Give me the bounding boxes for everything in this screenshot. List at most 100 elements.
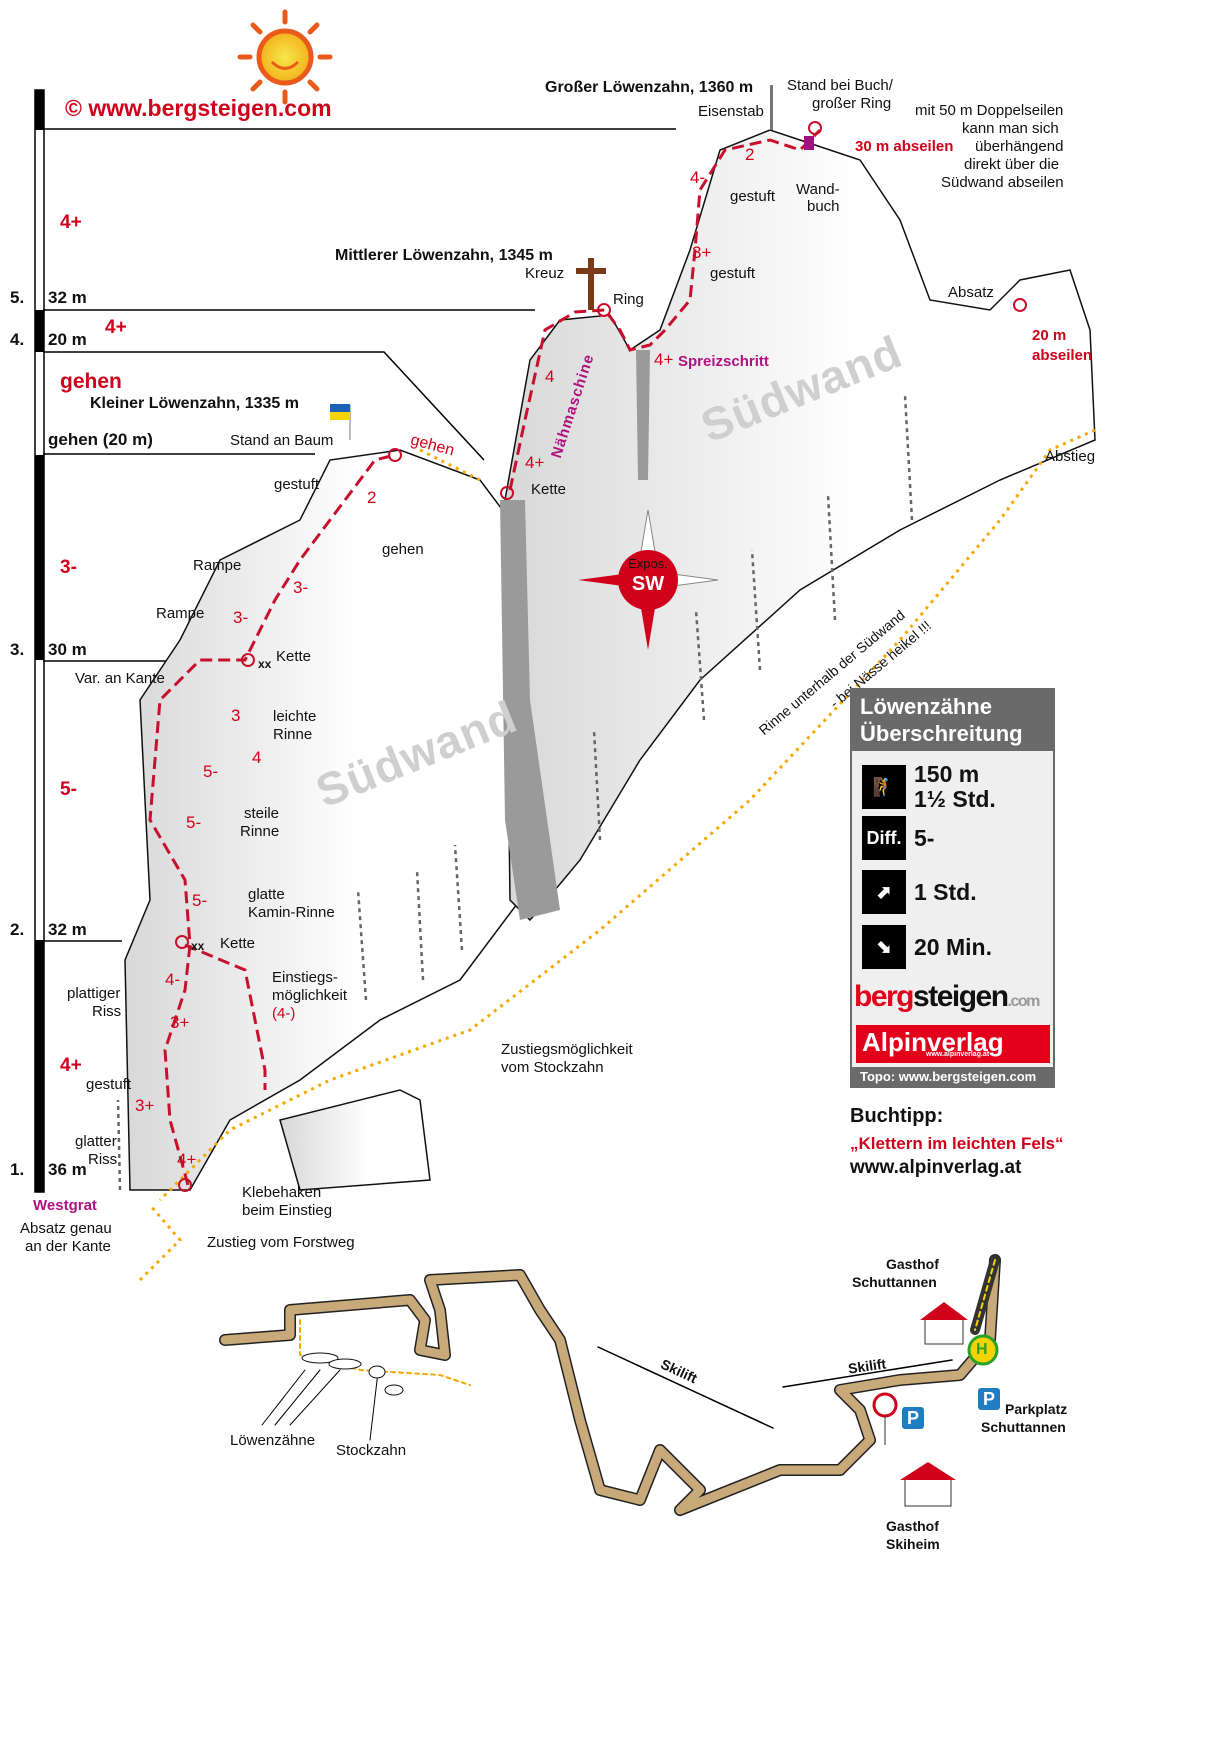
label: plattiger	[67, 985, 121, 1002]
label: glatte	[248, 886, 285, 903]
topo-credit: Topo: www.bergsteigen.com	[852, 1067, 1053, 1086]
pitch-length: 32 m	[48, 288, 87, 307]
pitch-length: 20 m	[48, 330, 87, 349]
route-grade: 4	[252, 748, 262, 767]
book-label: Buchtipp:	[850, 1105, 944, 1127]
label: Kamin-Rinne	[248, 904, 335, 921]
label: Einstiegs-	[272, 969, 338, 986]
pitch-number: 2.	[10, 920, 25, 939]
route-grade: 4	[545, 367, 555, 386]
map-label: Schuttannen	[981, 1419, 1066, 1435]
label: Abstieg	[1045, 448, 1096, 465]
copyright-url[interactable]: © www.bergsteigen.com	[65, 95, 332, 121]
peak-gross: Großer Löwenzahn, 1360 m	[545, 79, 754, 96]
label: gestuft	[86, 1076, 132, 1093]
no-entry-sign-icon	[872, 1392, 898, 1418]
label: Riss	[92, 1003, 122, 1020]
label: großer Ring	[812, 95, 892, 112]
pitch-length: 32 m	[48, 920, 87, 939]
label: Kreuz	[525, 265, 565, 282]
label: xx	[258, 657, 272, 671]
book-url[interactable]: www.alpinverlag.at	[850, 1157, 1022, 1178]
route-height: 150 m	[914, 761, 980, 787]
route-grade: 3+	[170, 1013, 190, 1032]
route-grade: 4+	[177, 1150, 197, 1169]
label: leichte	[273, 708, 317, 725]
label: gestuft	[710, 265, 756, 282]
route-grade: 5-	[186, 813, 202, 832]
map-label: Gasthof	[886, 1518, 939, 1534]
gasthof-schuttannen-icon	[920, 1302, 968, 1345]
flag-icon	[330, 404, 351, 440]
label: Rinne	[273, 726, 313, 743]
abseil-note: mit 50 m Doppelseilen	[915, 102, 1064, 119]
sun-logo-icon	[237, 9, 333, 105]
route-grade: 4+	[525, 453, 545, 472]
descent-hiker-icon: ⬊	[862, 925, 906, 969]
pitch-number: 1.	[10, 1160, 25, 1179]
westgrat-label: Westgrat	[33, 1197, 97, 1214]
book-title: „Klettern im leichten Fels“	[850, 1134, 1064, 1153]
route-grade: 2	[745, 145, 755, 164]
summit-cross-icon	[576, 258, 606, 310]
map-label: Schuttannen	[852, 1274, 937, 1290]
spreizschritt-label: Spreizschritt	[678, 353, 769, 370]
label: möglichkeit	[272, 987, 348, 1004]
summit-book-icon	[804, 136, 814, 150]
map-label: Parkplatz	[1005, 1401, 1068, 1417]
info-title: Löwenzähne Überschreitung	[852, 690, 1053, 751]
route-grade: 3-	[233, 608, 249, 627]
label: an der Kante	[25, 1238, 111, 1255]
label: Eisenstab	[698, 103, 764, 120]
label: Rinne	[240, 823, 280, 840]
pitch-number: 3.	[10, 640, 25, 659]
route-time: 1½ Std.	[914, 786, 996, 812]
pitch-number: 5.	[10, 288, 25, 307]
abseil-20m: abseilen	[1032, 347, 1093, 364]
map-label: Skiheim	[886, 1536, 940, 1552]
label: gestuft	[274, 476, 320, 493]
bergsteigen-logo: bergsteigen.com	[854, 980, 1040, 1013]
ascent-hiker-icon: ⬈	[862, 870, 906, 914]
compass-value: SW	[631, 573, 665, 595]
label: steile	[244, 805, 280, 822]
map-label: Gasthof	[886, 1256, 939, 1272]
peak-klein: Kleiner Löwenzahn, 1335 m	[90, 395, 299, 412]
label: Absatz genau	[20, 1220, 112, 1237]
pitch-grade: 3-	[60, 557, 77, 578]
parking-sign-icon: P	[978, 1388, 1000, 1410]
label: gehen	[382, 541, 424, 558]
label: Rampe	[193, 557, 242, 574]
label: (4-)	[272, 1005, 296, 1022]
climbing-route	[148, 128, 822, 1186]
pitch-grade: 4+	[60, 212, 82, 233]
label: Kette	[220, 935, 256, 952]
pitch-grade: 5-	[60, 779, 77, 800]
pitch-length: 30 m	[48, 640, 87, 659]
abseil-note: kann man sich	[962, 120, 1059, 137]
approach-time: 1 Std.	[914, 878, 977, 905]
climber-icon: 🧗	[862, 765, 906, 809]
label: Wand-	[796, 181, 840, 198]
label: glatter	[75, 1133, 117, 1150]
access-map	[219, 1254, 1001, 1516]
difficulty-icon: Diff.	[862, 816, 906, 860]
route-grade: 3+	[135, 1096, 155, 1115]
compass-label: Expos.	[628, 556, 668, 571]
label: vom Stockzahn	[501, 1059, 604, 1076]
label: Kette	[276, 648, 312, 665]
bus-stop-icon	[967, 1334, 999, 1366]
label: Stand an Baum	[230, 432, 334, 449]
label: Zustiegsmöglichkeit	[501, 1041, 633, 1058]
pitch-number: 4.	[10, 330, 25, 349]
label: Rampe	[156, 605, 205, 622]
compass-icon	[578, 509, 719, 650]
peak-mittel: Mittlerer Löwenzahn, 1345 m	[335, 247, 553, 264]
label: buch	[807, 198, 840, 215]
map-label: Stockzahn	[336, 1442, 407, 1459]
map-label: Löwenzähne	[230, 1432, 316, 1449]
pitch-grade: gehen	[60, 370, 122, 393]
label: gestuft	[730, 188, 776, 205]
